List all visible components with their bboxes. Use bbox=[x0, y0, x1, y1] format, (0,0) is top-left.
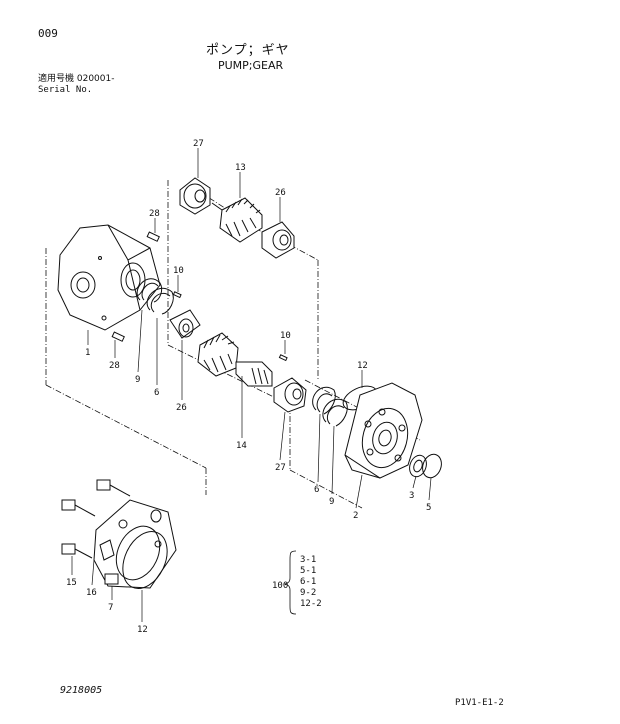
callout-14: 14 bbox=[236, 441, 247, 451]
callout-labels: 27 13 26 28 10 1 28 9 6 26 10 14 27 12 6… bbox=[66, 139, 431, 635]
washer-upper-part-16 bbox=[150, 509, 162, 523]
kit-item: 5-1 bbox=[300, 566, 317, 576]
backup-ring-right-part-9 bbox=[322, 399, 348, 427]
callout-10-lower: 10 bbox=[280, 331, 291, 341]
callout-12-bottom: 12 bbox=[137, 625, 148, 635]
footer-drawing-code: 9218005 bbox=[60, 685, 103, 696]
title-english: PUMP;GEAR bbox=[218, 59, 284, 72]
callout-27-lower: 27 bbox=[275, 463, 286, 473]
callout-7: 7 bbox=[108, 603, 113, 613]
callout-1: 1 bbox=[85, 348, 90, 358]
dowel-pin-lower-part-28 bbox=[111, 331, 125, 342]
callout-2: 2 bbox=[353, 511, 358, 521]
kit-item-list: 3-1 5-1 6-1 9-2 12-2 bbox=[300, 555, 322, 610]
drive-gear-shaft-part-14 bbox=[197, 332, 273, 387]
kit-item: 3-1 bbox=[300, 555, 317, 565]
callout-26-lower: 26 bbox=[176, 403, 187, 413]
kit-item: 9-2 bbox=[300, 588, 317, 598]
bushing-upper-part-26 bbox=[261, 221, 295, 259]
callout-27-upper: 27 bbox=[193, 139, 204, 149]
callout-9-left: 9 bbox=[135, 375, 140, 385]
snap-ring-part-5 bbox=[422, 453, 442, 479]
bushing-lower-part-27 bbox=[273, 377, 307, 413]
bolt-lower-right-part-15 bbox=[104, 573, 119, 585]
serial-label-jp: 適用号機 020001- bbox=[38, 74, 115, 84]
callout-15: 15 bbox=[66, 578, 77, 588]
seal-left-part-6 bbox=[146, 287, 174, 315]
serial-label-en: Serial No. bbox=[38, 85, 93, 95]
backup-ring-left-part-9 bbox=[136, 278, 163, 303]
alignment-lines bbox=[45, 180, 421, 509]
callout-26-upper: 26 bbox=[275, 188, 286, 198]
leader-lines bbox=[71, 148, 432, 622]
callout-9-right: 9 bbox=[329, 497, 334, 507]
oil-seal-part-3 bbox=[409, 454, 427, 478]
pin-upper-part-10 bbox=[172, 291, 182, 299]
bolt-upper-right-part-15 bbox=[96, 479, 131, 497]
bolt-lower-left-part-15 bbox=[61, 543, 93, 559]
callout-16: 16 bbox=[86, 588, 97, 598]
callout-6-right: 6 bbox=[314, 485, 319, 495]
title-japanese: ポンプ；ギヤ bbox=[206, 43, 290, 58]
bushing-lower-part-26 bbox=[169, 309, 201, 339]
callout-28-upper: 28 bbox=[149, 209, 160, 219]
footer-page-code: P1V1-E1-2 bbox=[455, 698, 504, 708]
seal-right-part-6 bbox=[312, 387, 336, 415]
callout-28-lower: 28 bbox=[109, 361, 120, 371]
o-ring-bottom-part-12 bbox=[122, 531, 168, 589]
callout-6-left: 6 bbox=[154, 388, 159, 398]
callout-13: 13 bbox=[235, 163, 246, 173]
front-housing-part-1 bbox=[57, 224, 161, 331]
dowel-pin-upper-part-28 bbox=[146, 231, 160, 242]
bushing-upper-part-27 bbox=[179, 177, 211, 215]
kit-number: 100 bbox=[272, 581, 289, 591]
callout-10-upper: 10 bbox=[173, 266, 184, 276]
kit-item: 6-1 bbox=[300, 577, 317, 587]
callout-5: 5 bbox=[426, 503, 431, 513]
callout-12-right: 12 bbox=[357, 361, 368, 371]
callout-3: 3 bbox=[409, 491, 414, 501]
bolt-upper-left-part-15 bbox=[61, 499, 96, 517]
kit-item: 12-2 bbox=[300, 599, 322, 609]
kit-brace bbox=[283, 550, 297, 615]
driven-gear-part-13 bbox=[211, 197, 263, 243]
rear-cover-part-2 bbox=[344, 382, 423, 479]
page-number: 009 bbox=[38, 27, 58, 40]
pin-lower-part-10 bbox=[278, 354, 288, 362]
